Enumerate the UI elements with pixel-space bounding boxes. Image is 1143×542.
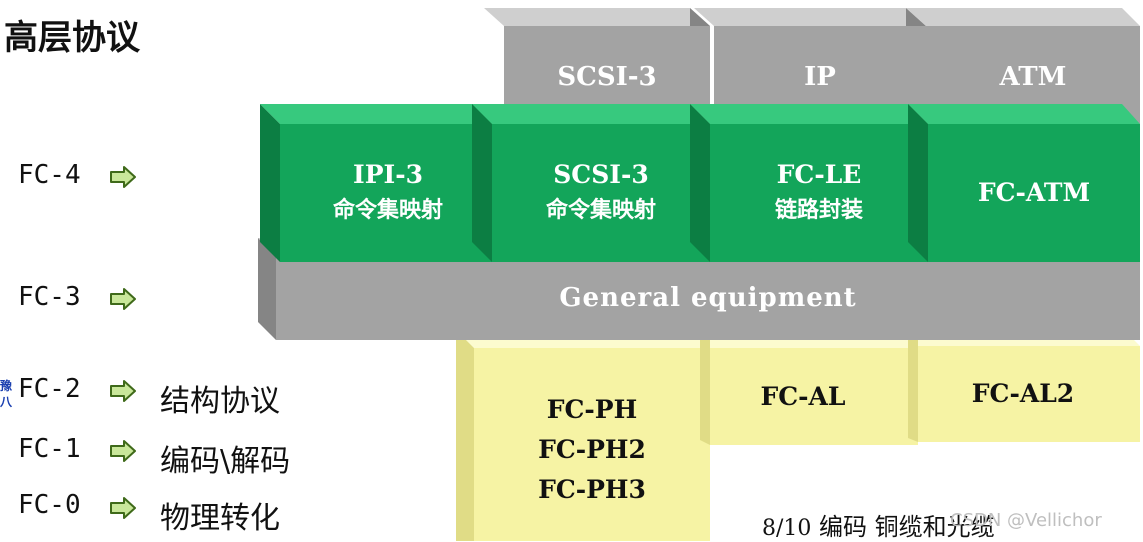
- level-fc4-label: FC-4: [18, 160, 81, 190]
- green-block-scsi3: [472, 104, 710, 262]
- arrow-right-icon: [110, 440, 136, 462]
- green-block-ipi3: [260, 104, 496, 262]
- arrow-right-icon: [110, 380, 136, 402]
- page-title: 高层协议: [4, 18, 140, 58]
- fc4-mapping-fcatm: FC-ATM: [928, 124, 1140, 262]
- physical-al-label: FC-AL: [760, 381, 846, 411]
- fc3-bar-label: General equipment: [559, 283, 857, 313]
- level-fc1-desc: 编码\解码: [160, 444, 291, 479]
- ph-line: FC-PH3: [538, 475, 646, 504]
- physical-al2-label: FC-AL2: [971, 379, 1075, 408]
- green-block-fcatm: [908, 104, 1140, 262]
- fc4-mapping-subtitle: 命令集映射: [332, 198, 443, 223]
- level-fc1-label: FC-1: [18, 434, 81, 464]
- fc4-mapping-ipi3: IPI-3 命令集映射: [280, 124, 496, 262]
- fc4-mapping-title: FC-ATM: [977, 178, 1091, 207]
- level-fc3-label: FC-3: [18, 282, 81, 312]
- fc4-mapping-title: IPI-3: [353, 160, 423, 189]
- arrow-right-icon: [110, 288, 136, 310]
- level-fc2-label: FC-2: [18, 374, 81, 404]
- footer-caption: 8/10 编码 铜缆和光缆: [762, 507, 995, 542]
- fc4-mapping-subtitle: 链路封装: [774, 198, 863, 223]
- ph-line: FC-PH: [546, 395, 638, 424]
- footer-encoding-ratio: 8/10: [762, 516, 812, 541]
- watermark: CSDN @Vellichor: [950, 510, 1102, 531]
- green-block-fcle: [690, 104, 928, 262]
- fc4-mapping-scsi3: SCSI-3 命令集映射: [492, 124, 710, 262]
- fc4-mapping-title: FC-LE: [776, 160, 862, 189]
- level-fc2-desc: 结构协议: [160, 384, 280, 419]
- ph-line: FC-PH2: [538, 435, 646, 464]
- edge-mark: 豫八: [0, 379, 13, 409]
- fc4-mapping-title: SCSI-3: [553, 160, 649, 189]
- fc4-mapping-subtitle: 命令集映射: [545, 198, 656, 223]
- upper-label-ip: IP: [804, 62, 836, 92]
- level-fc0-label: FC-0: [18, 490, 81, 520]
- arrow-right-icon: [110, 497, 136, 519]
- physical-ph-labels: FC-PH FC-PH2 FC-PH3: [474, 388, 710, 514]
- level-fc0-desc: 物理转化: [160, 501, 280, 536]
- upper-label-scsi3: SCSI-3: [557, 62, 657, 92]
- upper-label-atm: ATM: [999, 62, 1067, 92]
- arrow-right-icon: [110, 166, 136, 188]
- footer-text: 编码 铜缆和光缆: [819, 513, 995, 541]
- fc4-mapping-fcle: FC-LE 链路封装: [710, 124, 928, 262]
